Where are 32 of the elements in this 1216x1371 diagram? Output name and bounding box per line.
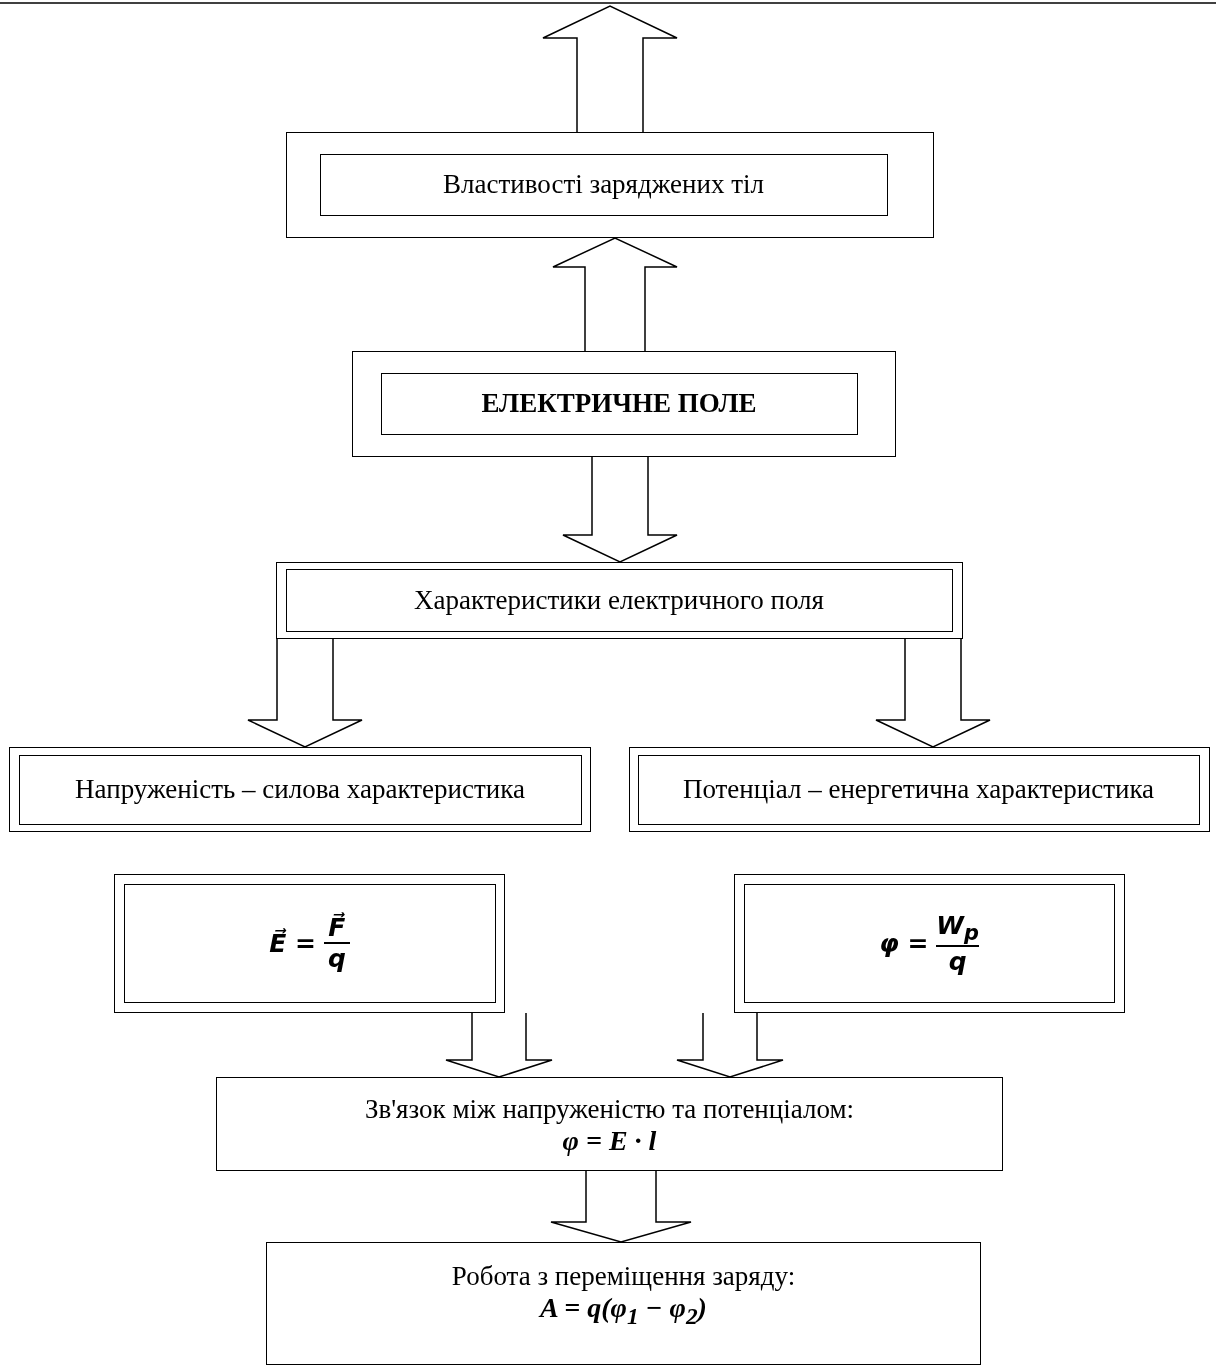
block-arrow <box>562 456 678 563</box>
process-box <box>114 874 505 1013</box>
block-arrow <box>247 638 363 748</box>
process-box <box>266 1242 981 1365</box>
box-text: Потенціал – енергетична характеристика <box>682 774 1155 805</box>
process-box <box>9 747 591 832</box>
block-arrow <box>445 1012 553 1078</box>
denominator: q <box>948 946 967 976</box>
process-box <box>276 562 963 639</box>
block-arrow <box>676 1012 784 1078</box>
numerator: W$_{p}$ <box>936 910 979 945</box>
block-arrow <box>875 638 991 748</box>
block-arrow <box>552 237 678 352</box>
denominator: q <box>327 944 346 973</box>
formula-text: φ = <box>879 928 929 958</box>
process-box <box>734 874 1125 1013</box>
box-text: Характеристики електричного поля <box>414 584 824 616</box>
formula-text: φ = E · l <box>562 1125 657 1157</box>
process-box <box>286 132 934 238</box>
box-text: Напруженість – силова характеристика <box>75 774 525 805</box>
process-box <box>216 1077 1003 1171</box>
box-heading: Зв'язок між напруженістю та потенціалом: <box>364 1094 855 1125</box>
process-box <box>352 351 896 457</box>
box-text: Властивості заряджених тіл <box>443 169 764 200</box>
box-text: ЕЛЕКТРИЧНЕ ПОЛЕ <box>481 388 757 419</box>
numerator: F⃗ <box>328 913 346 942</box>
formula-text: E⃗ = <box>269 928 316 958</box>
process-box <box>629 747 1210 832</box>
formula-text: A = q(φ$_{1}$ − φ$_{2}$) <box>540 1292 707 1330</box>
block-arrow <box>550 1170 692 1243</box>
box-heading: Робота з переміщення заряду: <box>451 1261 796 1292</box>
block-arrow <box>542 5 678 133</box>
